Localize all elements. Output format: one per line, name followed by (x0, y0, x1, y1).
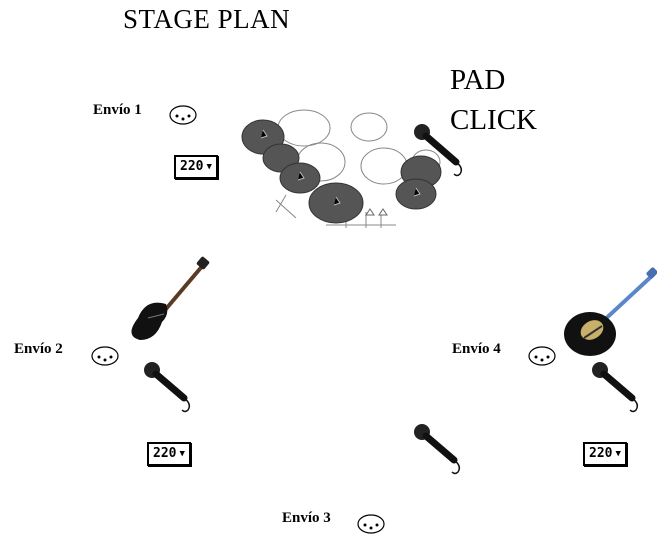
power-value-1: 220 (180, 159, 204, 174)
power-outlet-3: 220▼ (583, 442, 627, 466)
electric-guitar-icon (564, 267, 657, 356)
pad-click-label: PAD CLICK (450, 60, 537, 140)
envio-3-label: Envío 3 (282, 510, 331, 526)
power-value-2: 220 (153, 446, 177, 461)
click-label: CLICK (450, 104, 537, 136)
dropdown-arrow-icon: ▼ (615, 449, 621, 459)
microphone-icon (414, 124, 463, 177)
dropdown-arrow-icon: ▼ (206, 162, 212, 172)
drum-kit-icon (241, 109, 442, 228)
microphone-icon (144, 362, 191, 413)
envio-2-label: Envío 2 (14, 341, 63, 357)
power-outlet-2: 220▼ (147, 442, 191, 466)
stage-plan-title: STAGE PLAN (123, 4, 291, 34)
pad-label: PAD (450, 64, 506, 96)
power-outlet-1: 220▼ (174, 155, 218, 179)
xlr-connector-icon (528, 346, 556, 366)
power-value-3: 220 (589, 446, 613, 461)
xlr-connector-icon (357, 514, 385, 534)
dropdown-arrow-icon: ▼ (179, 449, 185, 459)
envio-4-label: Envío 4 (452, 341, 501, 357)
xlr-connector-icon (91, 346, 119, 366)
microphone-icon (414, 424, 461, 475)
microphone-icon (592, 362, 639, 413)
envio-1-label: Envío 1 (93, 102, 142, 118)
bass-guitar-icon (131, 256, 210, 340)
xlr-connector-icon (169, 105, 197, 125)
